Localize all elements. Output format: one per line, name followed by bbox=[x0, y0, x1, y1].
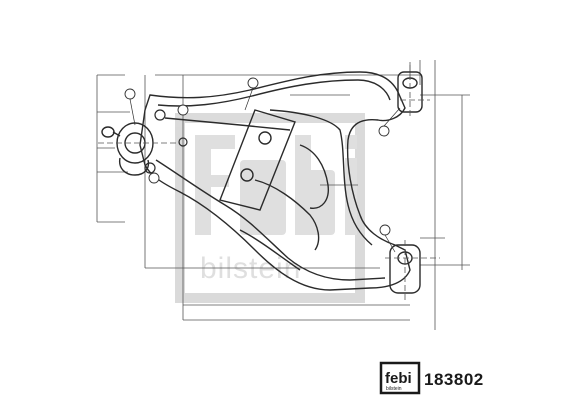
mounting-holes bbox=[144, 109, 188, 174]
part-number: 183802 bbox=[424, 370, 484, 389]
callout-leaders bbox=[129, 87, 401, 253]
callout-1 bbox=[124, 88, 136, 100]
upper-bushing bbox=[397, 65, 430, 118]
callout-2 bbox=[247, 77, 259, 89]
dimension-lines bbox=[96, 60, 470, 330]
callout-6 bbox=[148, 172, 160, 184]
badge-logo-text: febi bbox=[385, 370, 412, 387]
watermark-brand-text: bilstein bbox=[200, 252, 301, 285]
bracket-plate bbox=[219, 109, 296, 211]
ball-joint bbox=[98, 122, 180, 176]
callout-markers bbox=[124, 77, 391, 236]
callout-5 bbox=[177, 104, 189, 116]
febi-badge-logo: febi bilstein bbox=[379, 361, 421, 395]
lower-bushing bbox=[385, 240, 440, 300]
control-arm-outline bbox=[139, 71, 411, 291]
callout-3 bbox=[378, 125, 390, 137]
badge-sub-text: bilstein bbox=[386, 386, 402, 392]
callout-4 bbox=[379, 224, 391, 236]
